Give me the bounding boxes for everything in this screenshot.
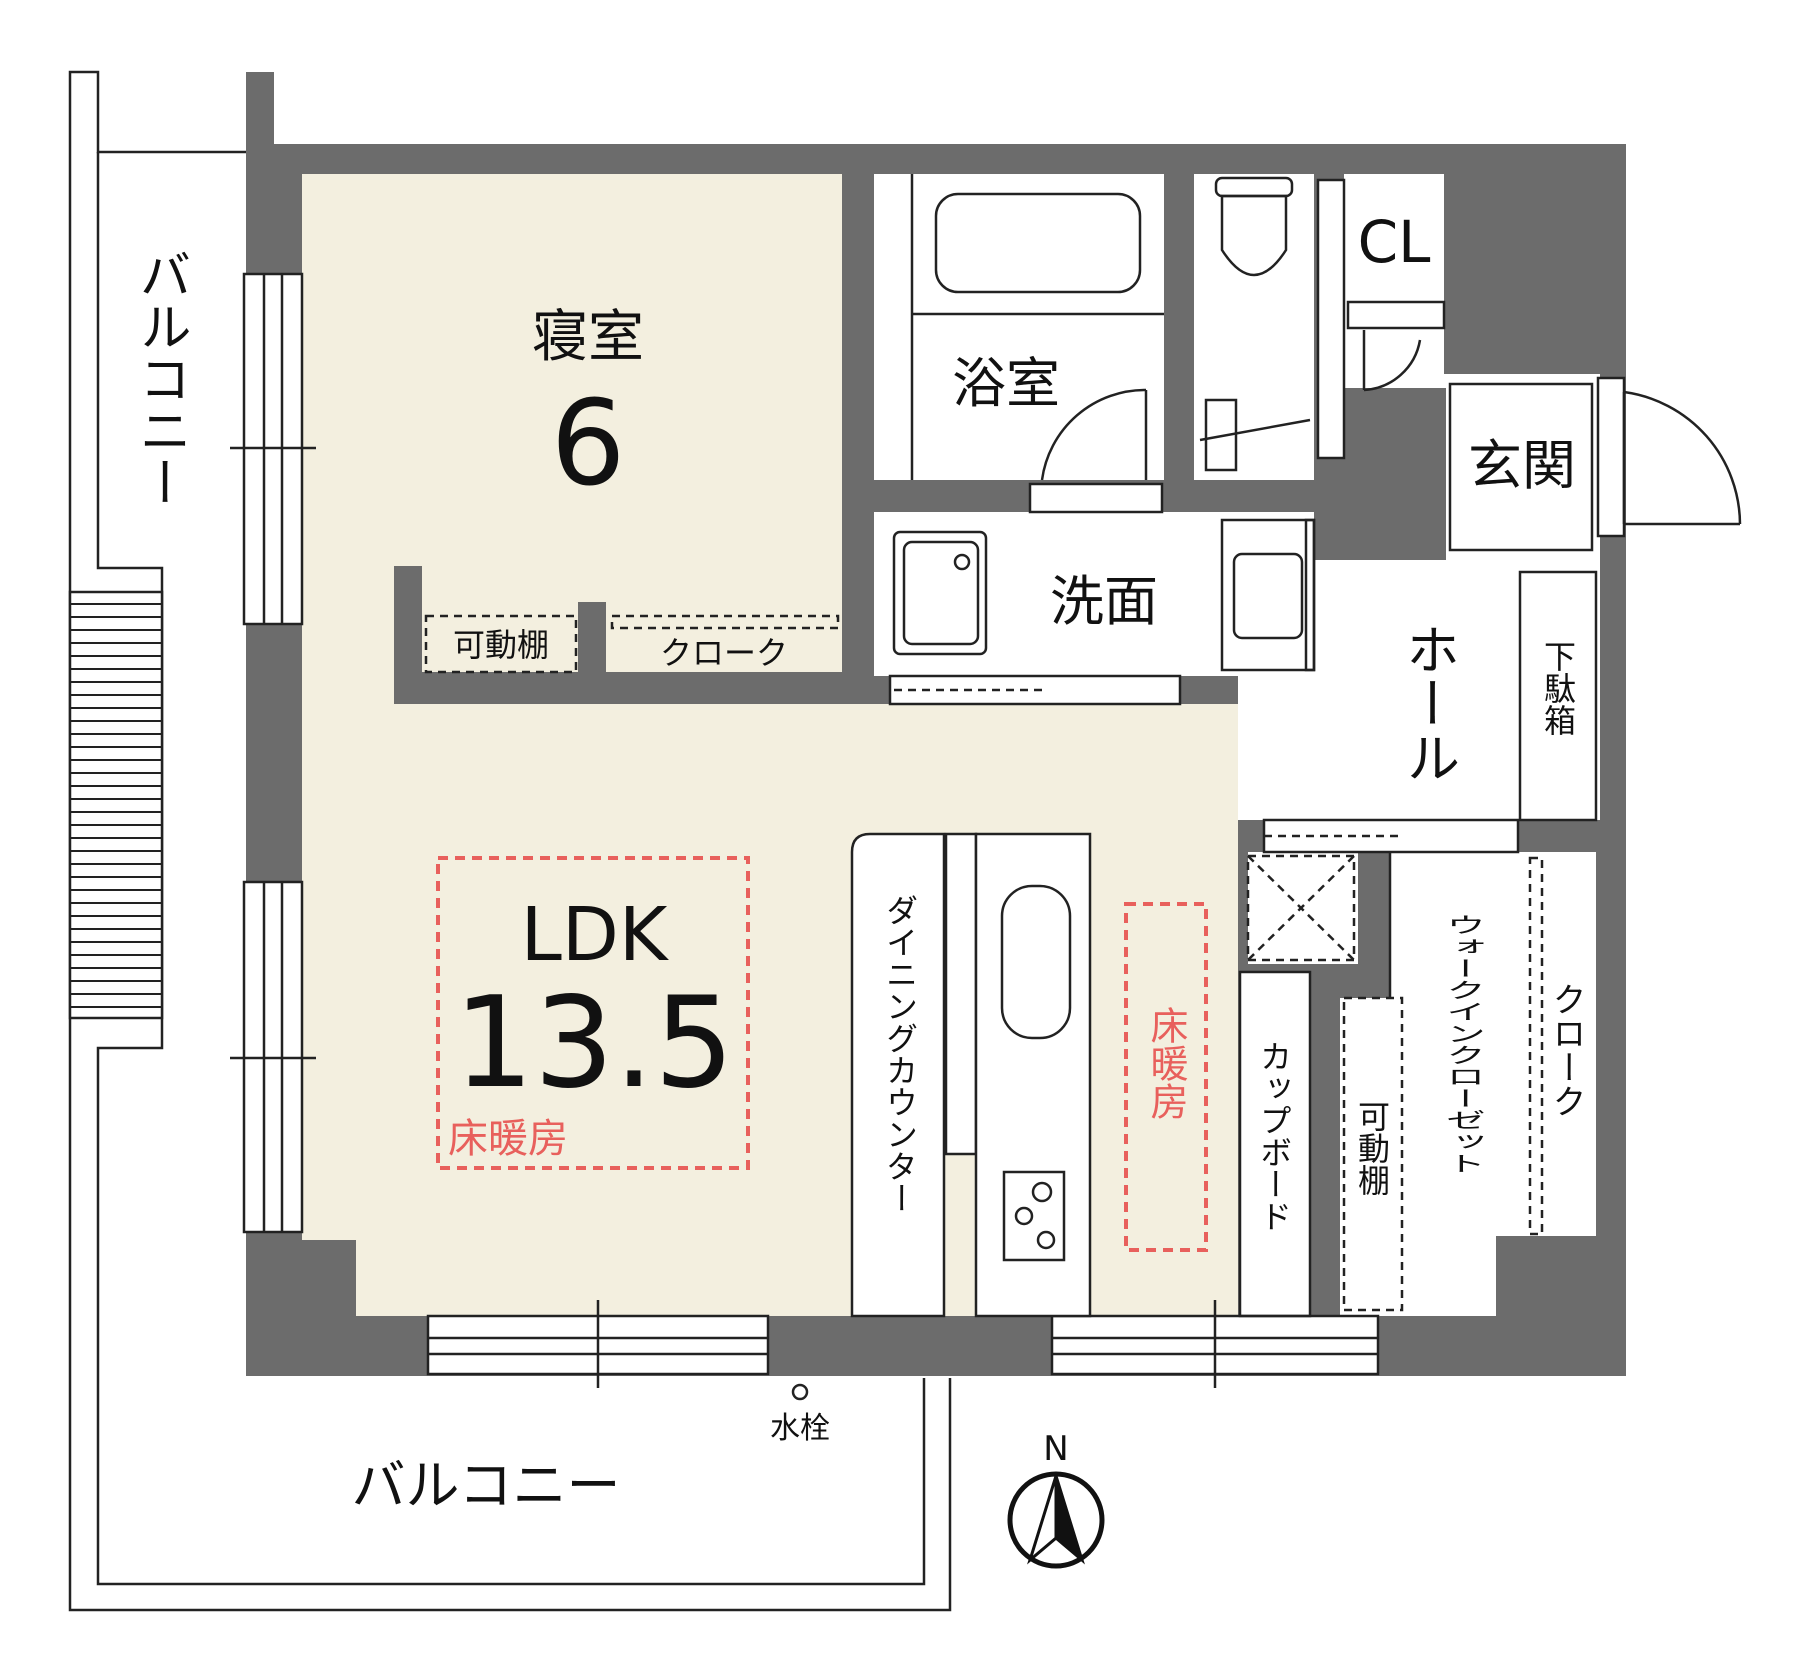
ldk-label: LDK (521, 892, 670, 978)
bedroom-cloak-box (610, 614, 840, 630)
balcony-stairs (68, 590, 164, 1020)
bedroom-label: 寝室 (532, 305, 644, 370)
bath-door (1028, 388, 1164, 514)
kitchen-floor-heating-area (1124, 902, 1208, 1252)
entrance-floor (1448, 380, 1596, 554)
faucet-icon (791, 1383, 809, 1401)
bedroom-cloak-label: クローク (660, 634, 788, 672)
bedroom-partition-stub-left (394, 566, 422, 676)
bedroom-partition (394, 672, 844, 704)
closet-floor (1344, 174, 1444, 388)
bedroom-size: 6 (550, 374, 625, 512)
hall-label: ホール (1397, 622, 1460, 784)
washroom-sink-left (892, 530, 988, 656)
shoe-box-label: 下駄箱 (1539, 640, 1577, 736)
wic-floor (1340, 852, 1596, 1316)
balcony-west-label: バルコニー (130, 248, 190, 508)
ldk-floor-heating-label: 床暖房 (448, 1116, 568, 1162)
toilet-floor (1194, 174, 1314, 480)
kitchen-counter (974, 832, 1092, 1318)
compass-icon (1007, 1471, 1105, 1569)
window-south-right (1050, 1300, 1380, 1388)
balcony-west-area (68, 70, 952, 1612)
bedroom-shelf-box (424, 614, 578, 674)
window-west-lower (230, 880, 316, 1234)
washroom-sliding-door (888, 674, 1182, 706)
wic-shelf-label: 可動棚 (1353, 1100, 1391, 1196)
bathtub (934, 192, 1142, 294)
walk-in-closet-label: ウォークインクローゼット (1439, 914, 1485, 1174)
window-south-left (426, 1300, 770, 1388)
shoe-box-cabinet (1518, 570, 1598, 822)
stair-treads (70, 603, 162, 1008)
bedroom-shelf-label: 可動棚 (453, 626, 549, 664)
bath-label: 浴室 (952, 352, 1060, 415)
wic-cloak-label: クローク (1546, 982, 1586, 1118)
faucet-label: 水栓 (770, 1411, 830, 1446)
cupboard-label: カップボード (1255, 1040, 1293, 1232)
hall-sliding-door (1262, 818, 1520, 854)
toilet-door (1199, 178, 1346, 472)
ldk-size: 13.5 (454, 969, 735, 1116)
closet-label: CL (1358, 208, 1431, 276)
cupboard-outline (1238, 970, 1312, 1318)
washroom-label: 洗面 (1050, 570, 1158, 633)
dining-counter-label: ダイニングカウンター (881, 894, 919, 1214)
compass-label: N (1043, 1429, 1068, 1469)
storage-x (1246, 854, 1356, 962)
wic-shelf-box (1342, 996, 1404, 1312)
stove-icon (1002, 1170, 1066, 1262)
wall-stub-north (246, 72, 274, 152)
window-west-upper (230, 272, 316, 626)
entrance-label: 玄関 (1468, 434, 1576, 497)
bath-floor (874, 174, 1164, 480)
toilet-icon (1214, 176, 1294, 277)
entrance-door (1448, 376, 1742, 552)
washroom-sink-right (1220, 518, 1316, 672)
ldk-floor-heating-area (436, 856, 750, 1170)
cupboard-floor (1240, 972, 1310, 1316)
bedroom-partition-stub-mid (578, 602, 606, 676)
wic-cloak-box (1528, 856, 1544, 1236)
balcony-south-label: バルコニー (352, 1454, 621, 1517)
kitchen-floor-heating-label: 床暖房 (1144, 1006, 1188, 1120)
closet-door (1346, 300, 1446, 392)
